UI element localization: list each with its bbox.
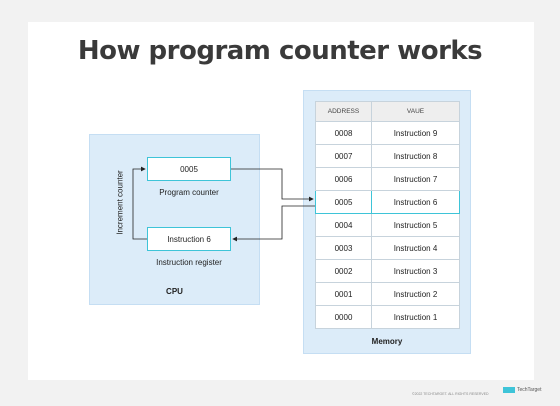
techtarget-logo: TechTarget <box>503 387 541 393</box>
memory-value-cell: Instruction 7 <box>371 167 460 191</box>
memory-address-cell: 0005 <box>315 190 372 214</box>
memory-header-row: ADDRESS VAUE <box>315 101 460 122</box>
memory-row: 0003 Instruction 4 <box>315 236 460 260</box>
memory-row-active: 0005 Instruction 6 <box>315 190 460 214</box>
memory-address-cell: 0007 <box>315 144 372 168</box>
copyright-text: ©2022 TECHTARGET. ALL RIGHTS RESERVED <box>412 392 489 396</box>
memory-table: ADDRESS VAUE 0008 Instruction 9 0007 Ins… <box>315 101 460 329</box>
memory-row: 0004 Instruction 5 <box>315 213 460 237</box>
memory-row: 0007 Instruction 8 <box>315 144 460 168</box>
program-counter-caption: Program counter <box>159 188 219 197</box>
increment-counter-label: Increment counter <box>115 170 125 235</box>
memory-value-cell: Instruction 6 <box>371 190 460 214</box>
memory-row: 0001 Instruction 2 <box>315 282 460 306</box>
memory-row: 0000 Instruction 1 <box>315 305 460 329</box>
techtarget-logo-mark-icon <box>503 387 515 393</box>
memory-address-cell: 0003 <box>315 236 372 260</box>
memory-row: 0002 Instruction 3 <box>315 259 460 283</box>
value-header: VAUE <box>371 101 460 122</box>
memory-address-cell: 0006 <box>315 167 372 191</box>
memory-address-cell: 0008 <box>315 121 372 145</box>
memory-value-cell: Instruction 8 <box>371 144 460 168</box>
memory-address-cell: 0004 <box>315 213 372 237</box>
memory-value-cell: Instruction 1 <box>371 305 460 329</box>
memory-value-cell: Instruction 4 <box>371 236 460 260</box>
address-header: ADDRESS <box>315 101 372 122</box>
memory-address-cell: 0002 <box>315 259 372 283</box>
memory-value-cell: Instruction 2 <box>371 282 460 306</box>
instruction-register-caption: Instruction register <box>156 258 222 267</box>
memory-value-cell: Instruction 5 <box>371 213 460 237</box>
diagram-title: How program counter works <box>77 36 483 66</box>
cpu-label: CPU <box>166 287 183 296</box>
memory-value-cell: Instruction 9 <box>371 121 460 145</box>
memory-address-cell: 0000 <box>315 305 372 329</box>
program-counter-box: 0005 <box>147 157 231 181</box>
memory-value-cell: Instruction 3 <box>371 259 460 283</box>
techtarget-logo-text: TechTarget <box>517 387 542 393</box>
instruction-register-box: Instruction 6 <box>147 227 231 251</box>
memory-label: Memory <box>371 337 403 346</box>
memory-row: 0006 Instruction 7 <box>315 167 460 191</box>
memory-row: 0008 Instruction 9 <box>315 121 460 145</box>
memory-address-cell: 0001 <box>315 282 372 306</box>
